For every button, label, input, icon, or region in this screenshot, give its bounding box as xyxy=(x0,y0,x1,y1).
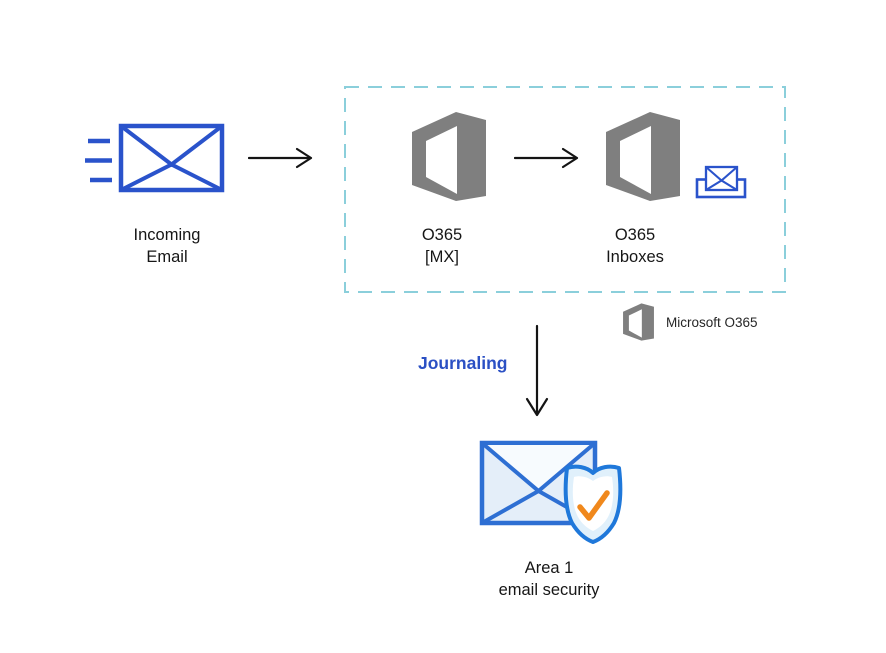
microsoft-o365-legend-label: Microsoft O365 xyxy=(666,315,758,330)
journaling-label: Journaling xyxy=(418,353,508,373)
incoming-email-label: Incoming Email xyxy=(133,226,201,266)
envelope-shield-check-icon xyxy=(479,440,623,544)
flow-arrow-journaling xyxy=(525,324,549,417)
o365-mx-label: O365 [MX] xyxy=(421,226,463,266)
o365-inboxes-label: O365 Inboxes xyxy=(606,226,664,266)
office365-mx-icon xyxy=(412,112,486,201)
o365-boundary-box xyxy=(344,86,786,293)
speeding-envelope-icon xyxy=(85,123,225,193)
inbox-tray-icon xyxy=(695,165,747,199)
office365-inboxes-icon xyxy=(606,112,680,201)
flow-arrow-mx-to-inboxes xyxy=(514,147,579,169)
flow-arrow-incoming-to-o365 xyxy=(248,147,313,169)
area1-email-security-label: Area 1 email security xyxy=(498,559,600,599)
office365-legend-icon xyxy=(623,303,654,341)
